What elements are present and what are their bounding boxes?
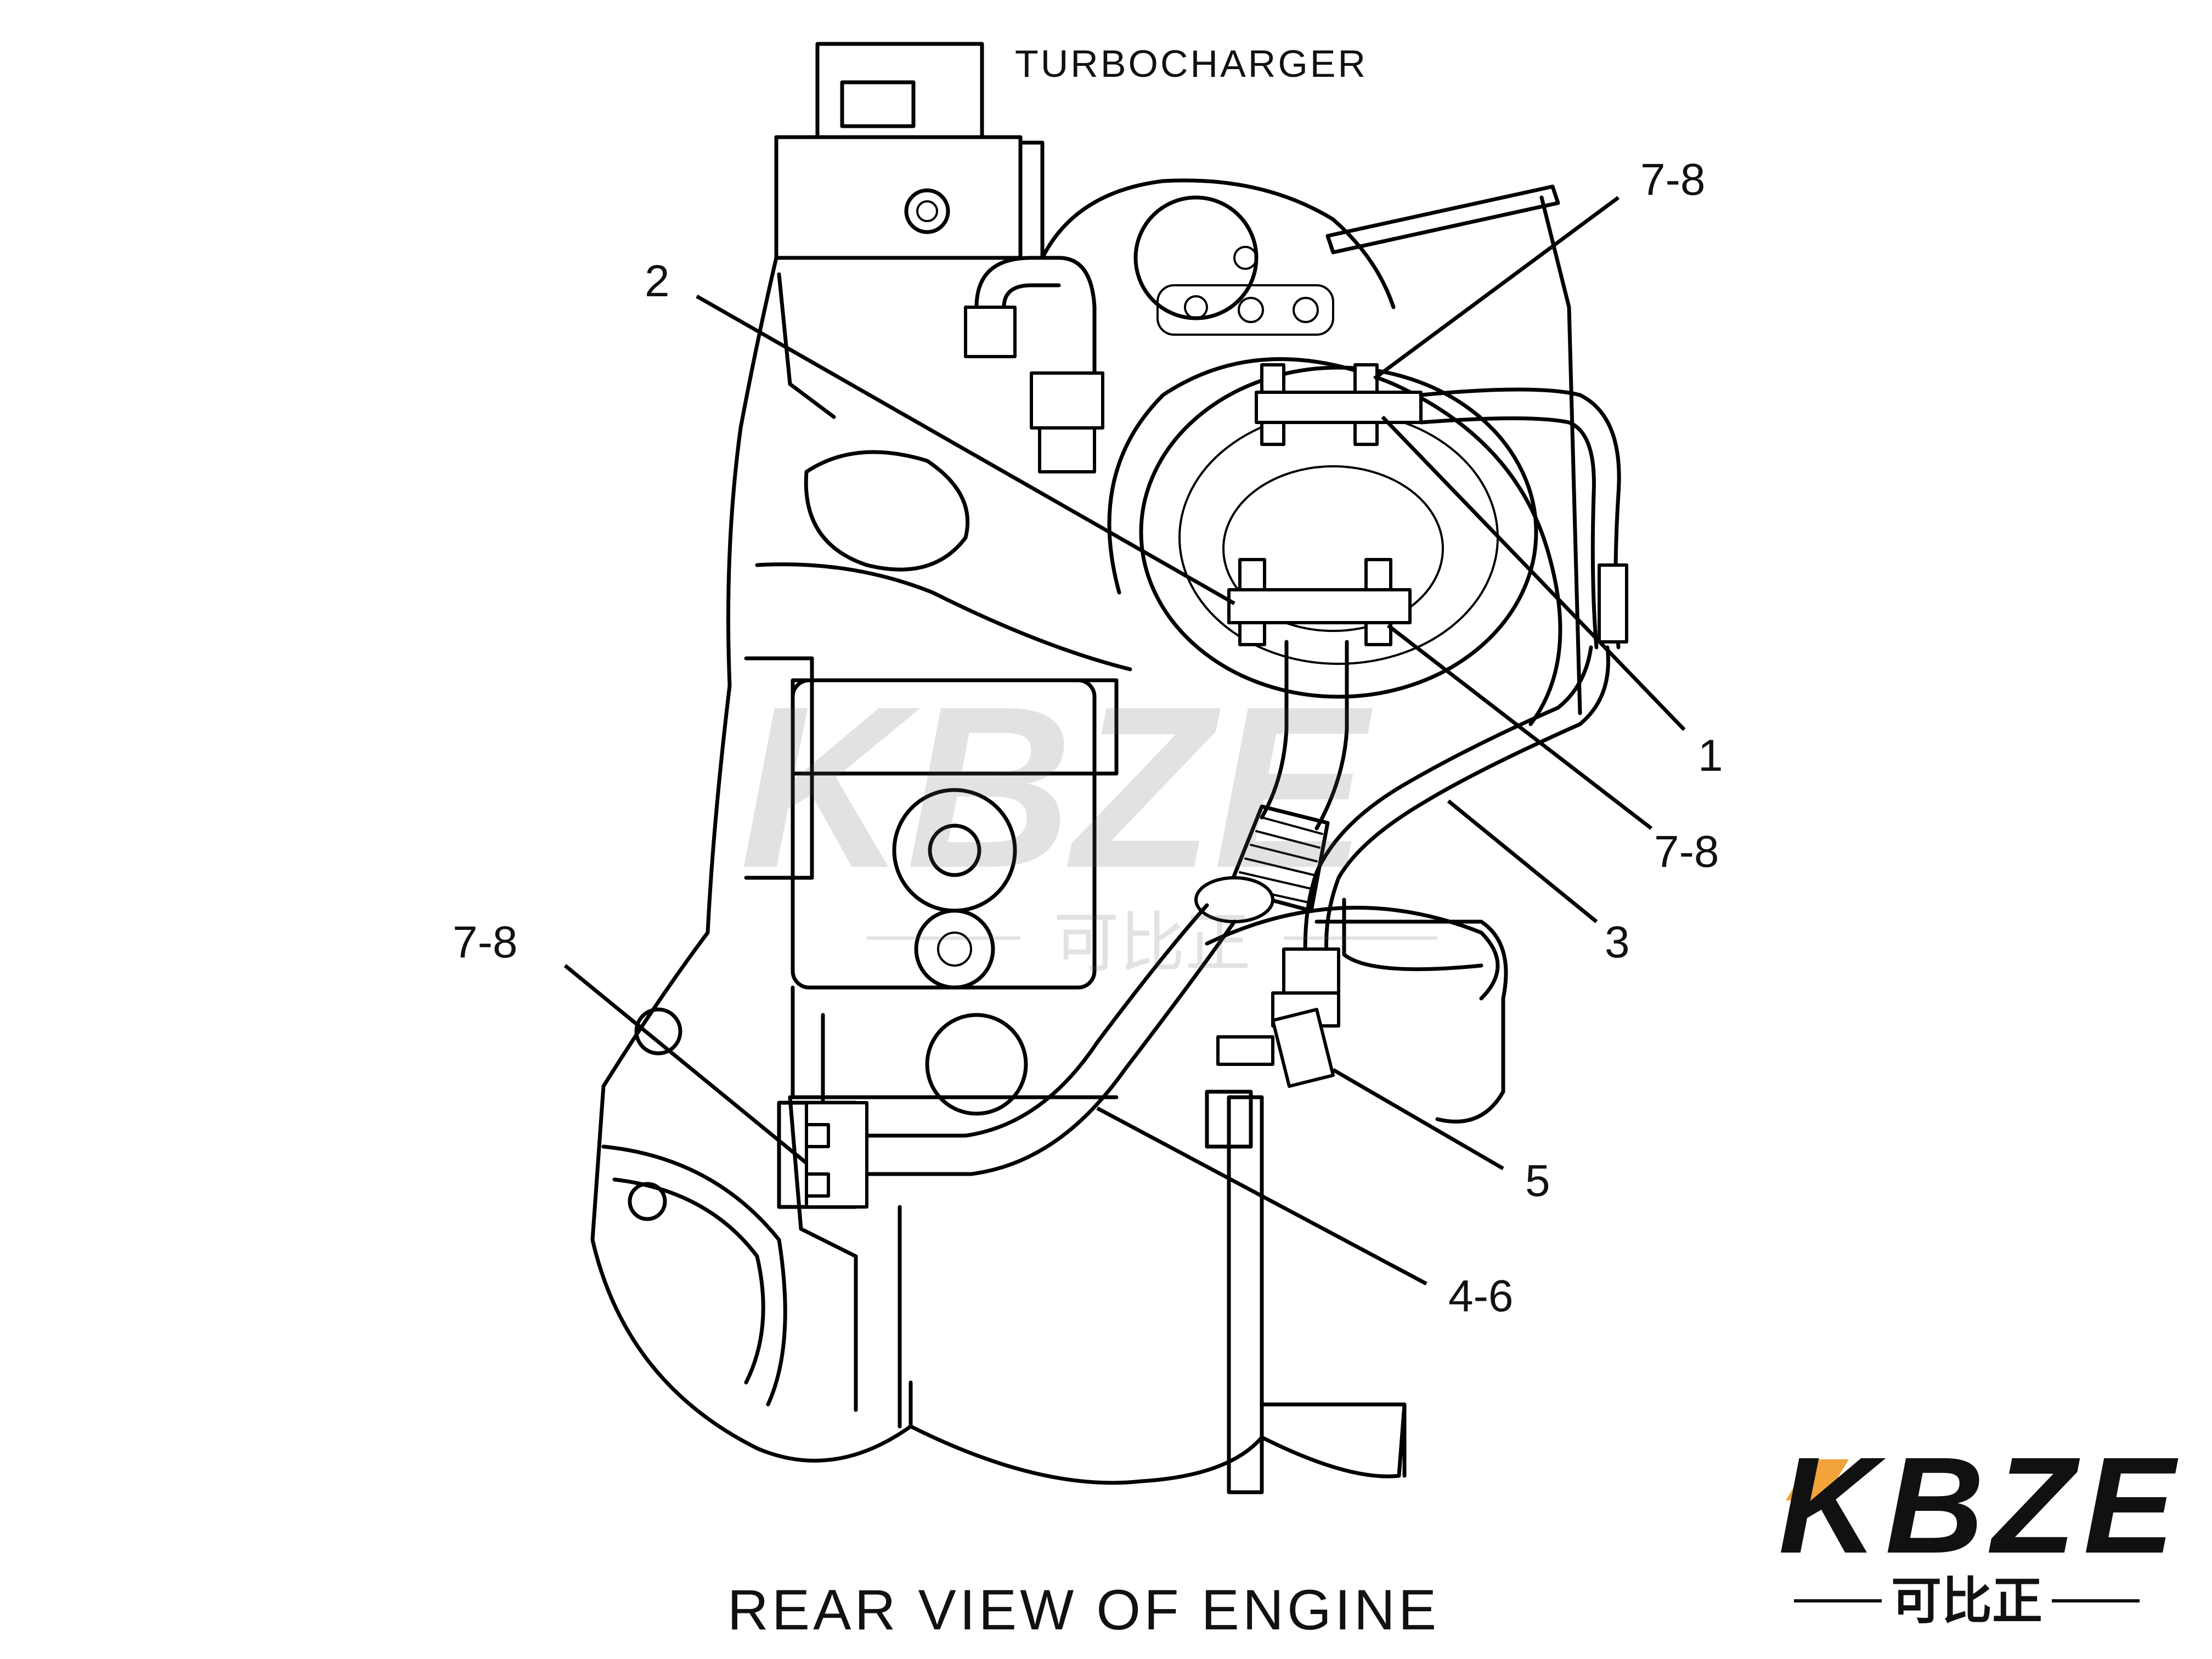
callout-2: 2 (645, 256, 670, 306)
callout-7-8-right: 7-8 (1654, 827, 1719, 877)
watermark-chinese: 可比正 (1053, 905, 1251, 981)
callout-1: 1 (1698, 731, 1723, 781)
engine-line-art (590, 42, 1628, 1494)
diagram-caption: REAR VIEW OF ENGINE (727, 1578, 1440, 1642)
logo-chinese: 可比正 (1891, 1572, 2042, 1630)
callout-7-8-top: 7-8 (1640, 155, 1706, 205)
kbze-logo: KBZE 可比正 (1779, 1429, 2183, 1630)
leader-line-78-right (1386, 624, 1653, 830)
watermark-latin: KBZE (740, 659, 1375, 916)
callout-7-8-left: 7-8 (453, 917, 518, 967)
leader-line-2 (696, 294, 1235, 606)
corrugated-hose (1233, 816, 1323, 904)
watermark: KBZE 可比正 (740, 659, 1437, 981)
callout-3: 3 (1605, 917, 1630, 967)
logo-accent-mark (1786, 1459, 1849, 1500)
callout-5: 5 (1525, 1156, 1550, 1206)
leader-line-78-top (1373, 196, 1620, 380)
logo-latin: KBZE (1779, 1429, 2183, 1582)
leader-line-1 (1381, 415, 1686, 731)
leader-line-78-left (563, 964, 808, 1165)
leader-line-46 (1096, 1106, 1427, 1286)
turbocharger-label: TURBOCHARGER (1015, 42, 1368, 85)
leader-line-5 (1332, 1068, 1504, 1171)
leader-line-3 (1447, 799, 1598, 923)
callout-4-6: 4-6 (1448, 1271, 1514, 1321)
leader-lines (563, 196, 1686, 1286)
